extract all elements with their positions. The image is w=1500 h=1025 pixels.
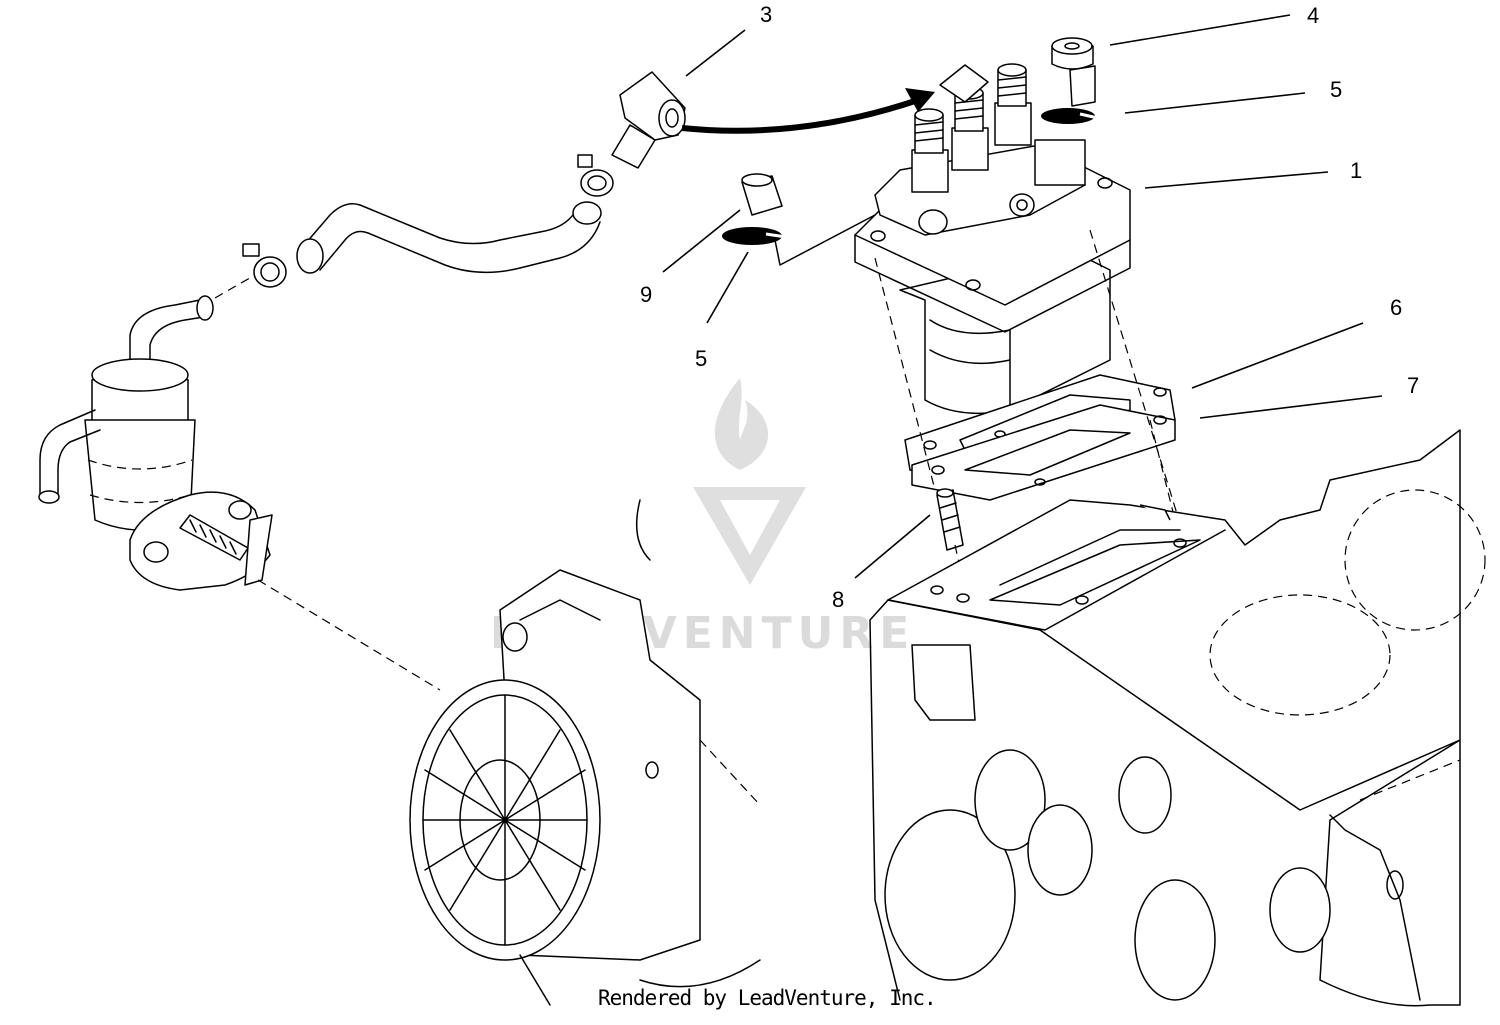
lock-washer-icon: [1041, 108, 1099, 124]
callout-number: 4: [1307, 3, 1319, 28]
callout-number: 5: [695, 346, 707, 371]
gasket-icon: [911, 404, 1176, 501]
stud-icon: [936, 488, 964, 551]
callout-number: 6: [1390, 295, 1402, 320]
engine-end-housing: [409, 499, 761, 1006]
callout-number: 8: [832, 587, 844, 612]
plug-leader: [774, 214, 876, 266]
callout-number: 3: [760, 2, 772, 27]
bolt-icon: [1051, 37, 1096, 107]
hose-clamp-icon: [242, 243, 287, 288]
callout-number: 5: [1330, 77, 1342, 102]
plug-icon: [741, 173, 783, 216]
hose-clamp-icon: [577, 154, 614, 197]
delivery-valve-icon: [951, 86, 989, 171]
leader-lines: [662, 14, 1383, 579]
render-credit: Rendered by LeadVenture, Inc.: [598, 986, 937, 1010]
delivery-valve-icon: [911, 108, 949, 193]
callout-number: 1: [1350, 158, 1362, 183]
flow-arrow-icon: [681, 88, 935, 134]
delivery-valve-icon: [994, 63, 1032, 146]
callout-number: 7: [1407, 373, 1419, 398]
fuel-hose-assembly: [214, 71, 686, 299]
fuel-filter-assembly: [38, 295, 441, 691]
callout-labels: 3 4 5 1 9 5 6 7 8: [640, 2, 1419, 612]
elbow-fitting-icon: [611, 71, 686, 169]
injection-pump-icon: [854, 63, 1131, 415]
lock-washer-icon: [722, 227, 787, 245]
engine-block-icon: [869, 429, 1486, 1007]
callout-number: 9: [640, 282, 652, 307]
